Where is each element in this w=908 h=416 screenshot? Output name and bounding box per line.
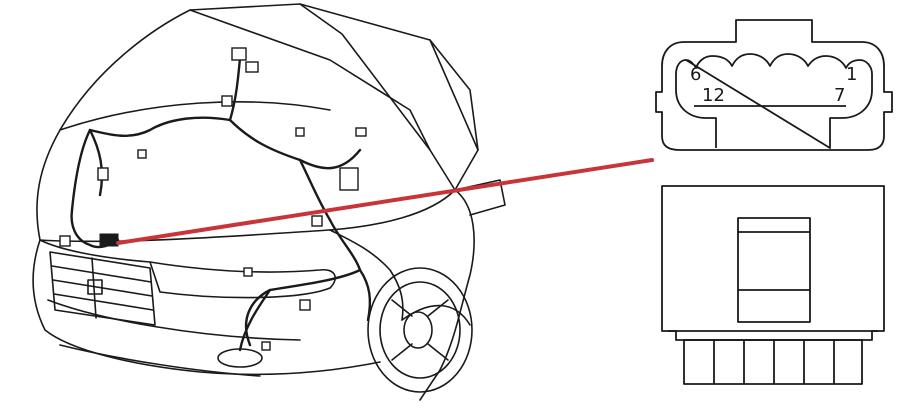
front-wheel	[367, 267, 473, 393]
latch-window	[737, 217, 811, 323]
headlight	[149, 261, 336, 299]
front-bumper	[32, 239, 381, 376]
grille	[49, 251, 156, 326]
hood-outline	[36, 9, 456, 243]
target-component	[99, 233, 119, 247]
connector-face-view	[655, 19, 893, 151]
windshield-outline	[189, 3, 479, 191]
pin-7-label: 7	[834, 85, 845, 106]
harness-connectors	[59, 47, 367, 351]
pin-6-label: 6	[690, 64, 701, 85]
pin-1-label: 1	[846, 64, 857, 85]
car-front-illustration	[32, 3, 506, 401]
fender-outline	[419, 189, 475, 401]
leader-line	[116, 158, 654, 245]
pin-12-label: 12	[702, 85, 725, 106]
connector-side-view	[661, 185, 885, 385]
